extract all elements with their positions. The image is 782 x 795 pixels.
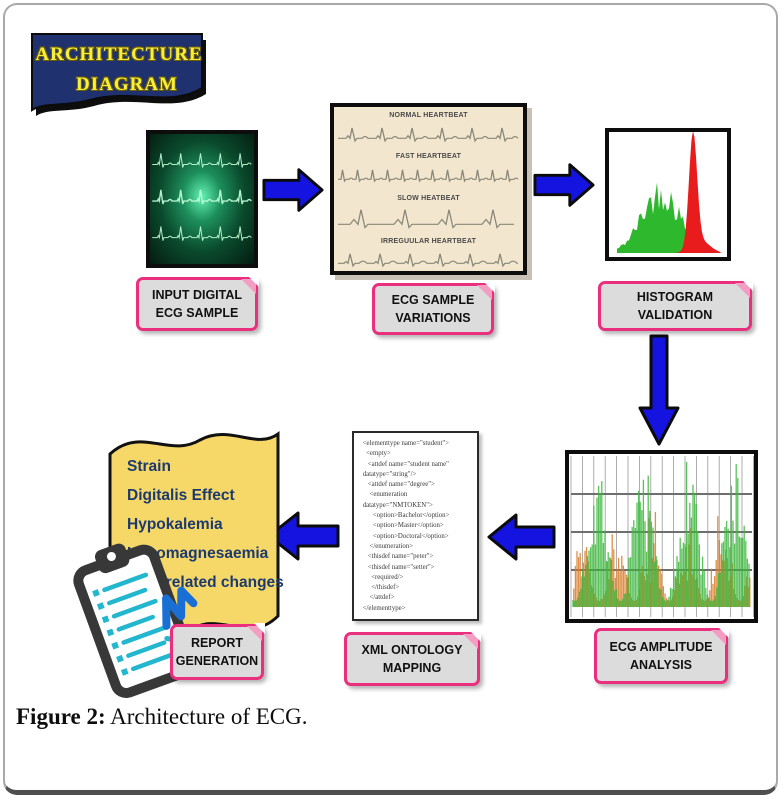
histogram-panel xyxy=(605,128,731,261)
amp-green xyxy=(572,462,750,607)
label-histogram-validation: HISTOGRAM VALIDATION xyxy=(598,280,753,331)
banner-title-line1: ARCHITECTURE xyxy=(35,44,203,65)
arrow-down-icon xyxy=(638,334,680,446)
arrow-left-icon-1 xyxy=(487,513,556,561)
trace-3 xyxy=(338,253,518,268)
label-report-generation: REPORT GENERATION xyxy=(170,623,265,680)
sample-trace-1 xyxy=(152,189,252,205)
amp-orange xyxy=(573,512,751,607)
hist-green xyxy=(617,182,693,253)
report-clipboard-icon xyxy=(73,543,202,699)
label-input-ecg-sample: INPUT DIGITAL ECG SAMPLE xyxy=(136,276,259,331)
label-ecg-amplitude-analysis: ECG AMPLITUDE ANALYSIS xyxy=(594,627,729,684)
banner-title-line2: DIAGRAM xyxy=(76,74,178,95)
sample-trace-0 xyxy=(152,153,252,168)
variation-label-fast: FAST HEARTBEAT xyxy=(395,153,462,160)
xml-snippet-panel: <elementtype name="student"> <empty> <at… xyxy=(352,431,479,621)
variation-label-slow: SLOW HEATBEAT xyxy=(397,195,460,202)
title-banner-shape xyxy=(31,33,206,116)
figure-caption-prefix: Figure 2: xyxy=(16,704,106,729)
xml-snippet-text: <elementtype name="student"> <empty> <at… xyxy=(362,440,450,612)
trace-2 xyxy=(338,209,514,229)
hist-red xyxy=(675,130,721,253)
trace-1 xyxy=(338,169,519,183)
input-ecg-image xyxy=(146,130,258,268)
title-banner: ARCHITECTURE DIAGRAM xyxy=(28,32,210,124)
trace-0 xyxy=(338,127,519,143)
amplitude-panel xyxy=(565,450,758,623)
arrow-right-icon-2 xyxy=(533,163,595,207)
variation-label-normal: NORMAL HEARTBEAT xyxy=(389,112,468,119)
ecg-variations-panel: NORMAL HEARTBEAT FAST HEARTBEAT SLOW HEA… xyxy=(330,103,527,275)
figure-frame xyxy=(3,3,778,795)
banner-flag xyxy=(31,33,203,112)
label-ecg-sample-variations: ECG SAMPLE VARIATIONS xyxy=(372,282,495,335)
variation-label-irregular: IRREGUULAR HEARTBEAT xyxy=(380,238,477,245)
label-xml-ontology-mapping: XML ONTOLOGY MAPPING xyxy=(344,631,481,686)
variation-trace-normal-plot xyxy=(338,127,519,143)
variation-trace-slow-plot xyxy=(338,209,514,229)
figure-caption-text: Architecture of ECG. xyxy=(105,704,308,729)
variation-trace-fast-plot xyxy=(338,169,519,183)
variation-trace-irregular-plot xyxy=(338,253,518,268)
arrow-right-icon-1 xyxy=(262,168,324,212)
sample-trace-2 xyxy=(152,226,252,241)
arrow-left-icon-2 xyxy=(267,511,340,561)
figure-caption: Figure 2: Architecture of ECG. xyxy=(16,704,307,730)
